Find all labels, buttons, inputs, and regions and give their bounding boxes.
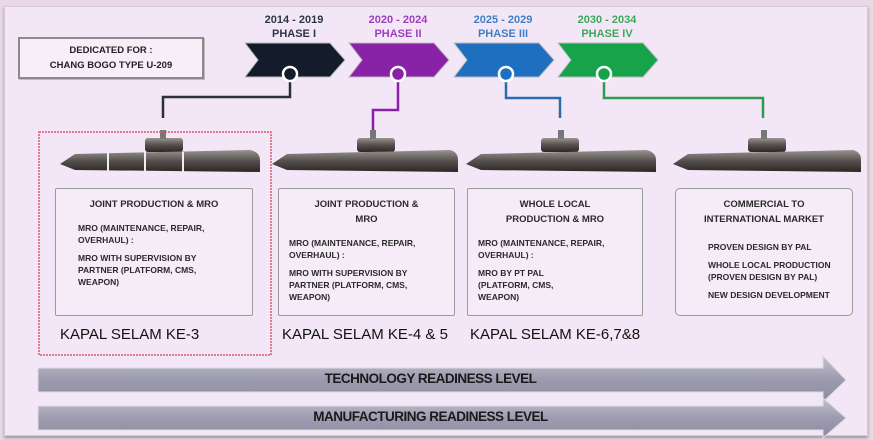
caption-ke-4-5: KAPAL SELAM KE-4 & 5 xyxy=(282,326,448,343)
card-title: JOINT PRODUCTION & MRO xyxy=(314,199,419,225)
caption-ke-6-7-8: KAPAL SELAM KE-6,7&8 xyxy=(470,326,641,343)
dedicated-line2: CHANG BOGO TYPE U-209 xyxy=(49,60,173,71)
card-line: MRO (MAINTENANCE, REPAIR, OVERHAUL) : xyxy=(289,238,416,260)
card-phase-2: JOINT PRODUCTION & MRO MRO (MAINTENANCE,… xyxy=(278,188,455,316)
submarine-1 xyxy=(60,130,260,172)
card-title: WHOLE LOCAL PRODUCTION & MRO xyxy=(505,199,605,225)
card-line: MRO (MAINTENANCE, REPAIR, OVERHAUL) : xyxy=(78,223,205,245)
card-line: WHOLE LOCAL PRODUCTION (PROVEN DESIGN BY… xyxy=(708,260,831,282)
trl-label: TECHNOLOGY READINESS LEVEL xyxy=(324,371,537,386)
submarine-4 xyxy=(673,130,861,172)
mrl-label: MANUFACTURING READINESS LEVEL xyxy=(313,409,548,424)
card-line: NEW DESIGN DEVELOPMENT xyxy=(708,290,830,300)
submarine-3 xyxy=(466,130,656,172)
phase-4-node xyxy=(595,65,613,83)
card-line: MRO WITH SUPERVISION BY PARTNER (PLATFOR… xyxy=(289,268,408,302)
card-line: PROVEN DESIGN BY PAL xyxy=(708,242,812,252)
card-line: MRO BY PT PAL (PLATFORM, CMS, WEAPON) xyxy=(478,268,554,302)
card-phase-1: JOINT PRODUCTION & MRO MRO (MAINTENANCE,… xyxy=(55,188,253,316)
phase-2-node xyxy=(389,65,407,83)
highlight-box xyxy=(38,131,272,356)
card-title: JOINT PRODUCTION & MRO xyxy=(89,199,219,210)
connector-phase-1 xyxy=(161,80,292,118)
card-phase-4: COMMERCIAL TO INTERNATIONAL MARKET PROVE… xyxy=(675,188,853,316)
connector-phase-2 xyxy=(371,80,400,140)
trl-arrow xyxy=(37,354,847,404)
connector-phase-3 xyxy=(504,80,562,118)
phase-3-chevron xyxy=(452,42,555,78)
card-line: MRO (MAINTENANCE, REPAIR, OVERHAUL) : xyxy=(478,238,605,260)
caption-ke-3: KAPAL SELAM KE-3 xyxy=(60,326,200,343)
submarine-2 xyxy=(272,130,458,172)
phase-1-node xyxy=(281,65,299,83)
phase-1-chevron xyxy=(243,42,346,78)
dedicated-box: DEDICATED FOR : CHANG BOGO TYPE U-209 xyxy=(18,37,204,79)
connector-phase-4 xyxy=(602,80,765,118)
card-line: MRO WITH SUPERVISION BY PARTNER (PLATFOR… xyxy=(78,253,197,287)
phase-3-node xyxy=(497,65,515,83)
mrl-arrow xyxy=(37,396,847,440)
card-title: COMMERCIAL TO INTERNATIONAL MARKET xyxy=(704,199,824,225)
phase-4-chevron xyxy=(556,42,659,78)
dedicated-line1: DEDICATED FOR : xyxy=(69,45,153,56)
phase-2-chevron xyxy=(347,42,450,78)
card-phase-3: WHOLE LOCAL PRODUCTION & MRO MRO (MAINTE… xyxy=(467,188,643,316)
